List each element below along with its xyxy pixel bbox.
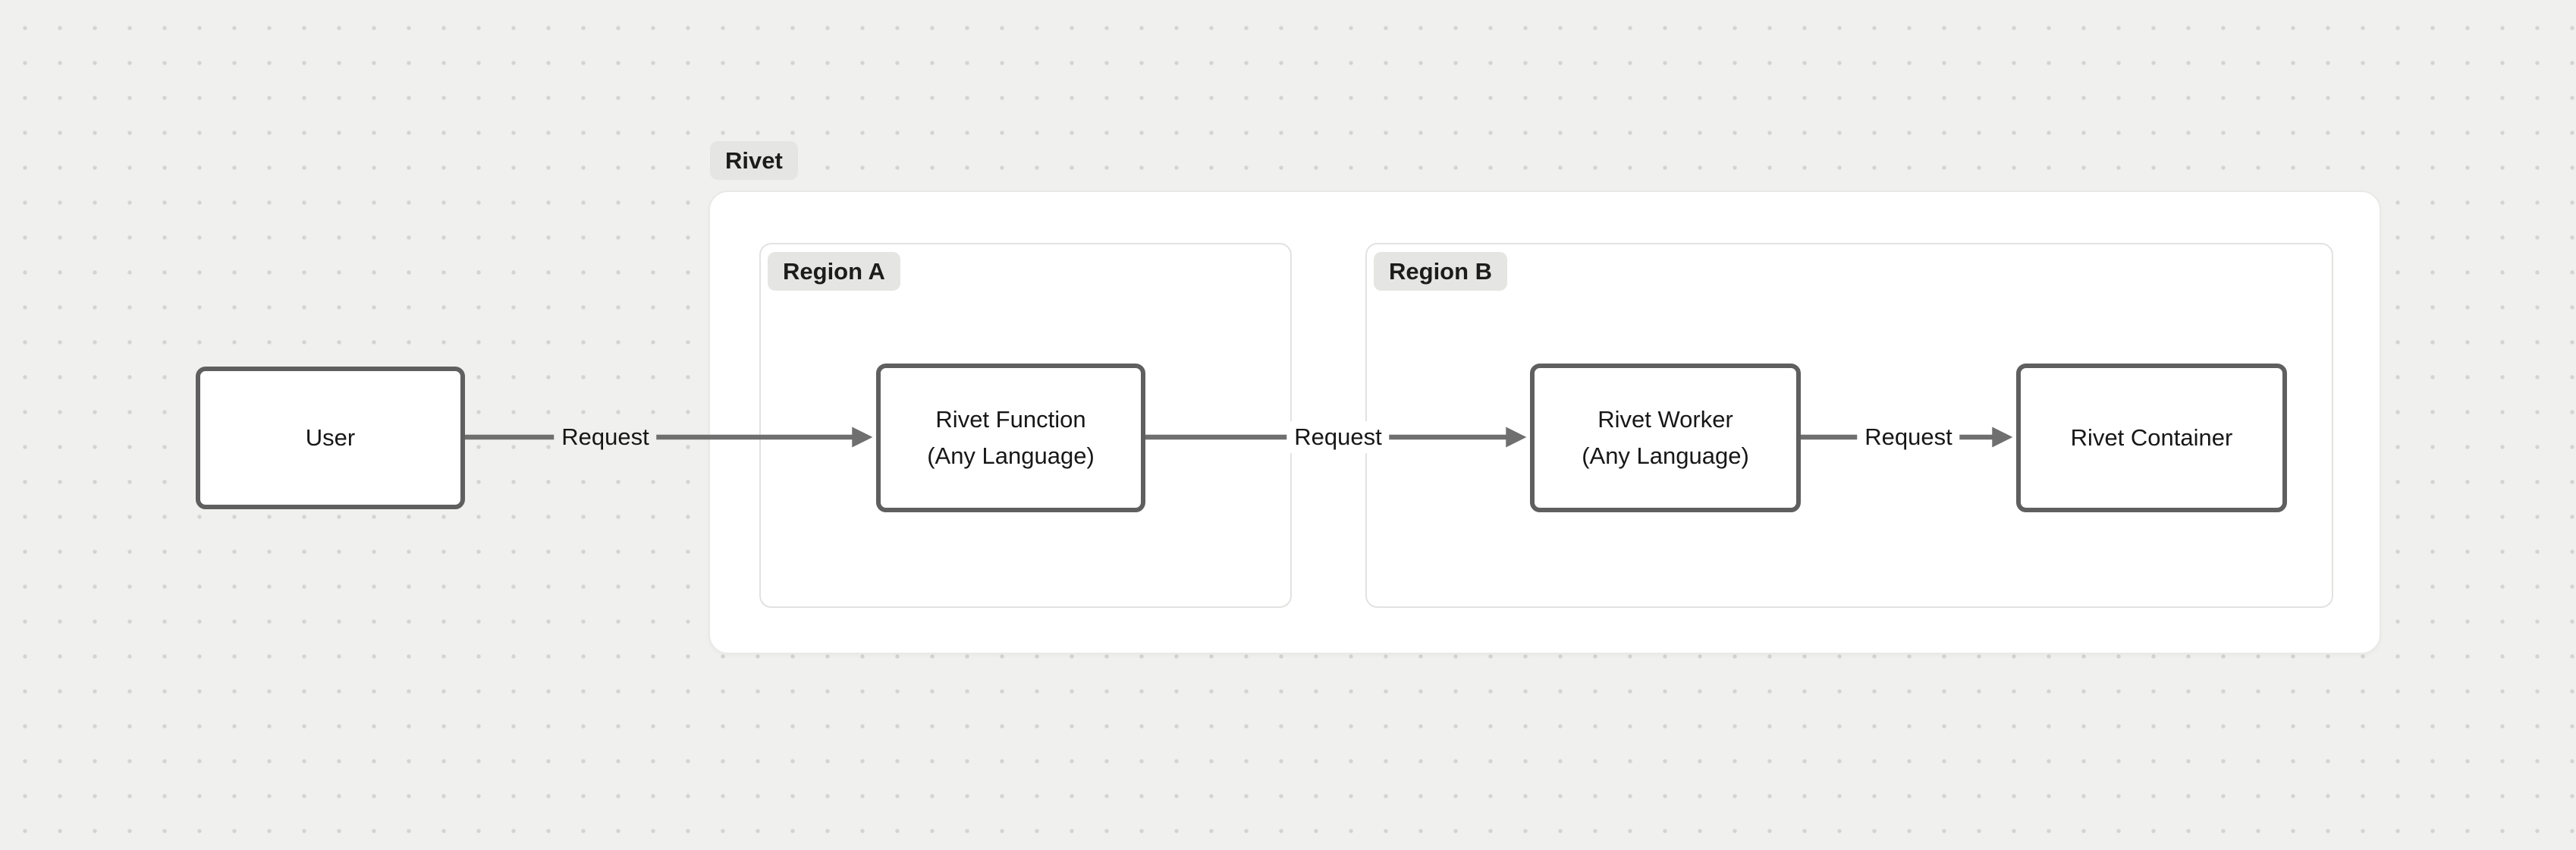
node-user-label: User	[305, 423, 356, 451]
node-rivet-function-label-line2: (Any Language)	[927, 442, 1095, 469]
node-rivet-worker-label-line2: (Any Language)	[1582, 442, 1749, 469]
region-a-label: Region A	[768, 252, 900, 291]
node-rivet-function: Rivet Function (Any Language)	[876, 364, 1145, 512]
node-rivet-worker: Rivet Worker (Any Language)	[1530, 364, 1801, 512]
node-rivet-container: Rivet Container	[2016, 364, 2287, 512]
edge-label-worker-to-container: Request	[1857, 421, 1960, 453]
edge-label-user-to-function: Request	[554, 421, 657, 453]
node-rivet-function-label-line1: Rivet Function	[935, 405, 1086, 433]
node-rivet-worker-label-line1: Rivet Worker	[1597, 405, 1733, 433]
edge-label-function-to-worker: Request	[1286, 421, 1390, 453]
rivet-group-label: Rivet	[710, 141, 798, 181]
node-rivet-container-label: Rivet Container	[2070, 423, 2233, 451]
node-user: User	[196, 367, 465, 509]
region-b-label: Region B	[1374, 252, 1508, 291]
